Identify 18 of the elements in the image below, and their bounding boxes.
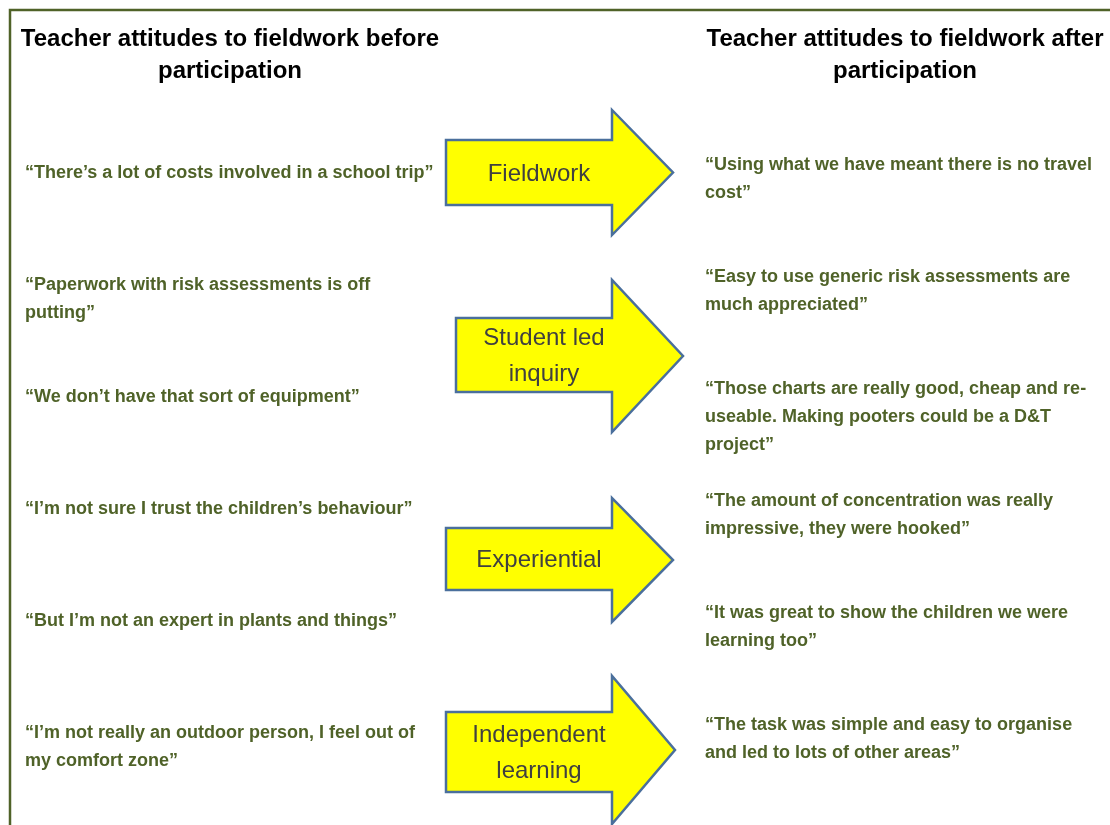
teacher-quote: “I’m not sure I trust the children’s behaviour” — [25, 497, 414, 520]
teacher-quote: “We don’t have that sort of equipment” — [25, 385, 361, 408]
teacher-quote: “I’m not really an outdoor person, I feel out of my comfort zone” — [25, 721, 417, 772]
arrow-label: Student led inquiry — [482, 322, 606, 388]
arrow-label: Fieldwork — [487, 157, 591, 188]
arrow-label: Independent learning — [471, 719, 607, 785]
arrow-label: Experiential — [476, 544, 602, 574]
column-heading: Teacher attitudes to fieldwork before participation — [20, 23, 440, 85]
teacher-quote: “The task was simple and easy to organise and led to lots of other areas” — [705, 713, 1074, 764]
teacher-quote: “But I’m not an expert in plants and things” — [25, 609, 398, 632]
teacher-quote: “There’s a lot of costs involved in a school trip” — [25, 161, 435, 184]
teacher-quote: “Those charts are really good, cheap and re-useable. Making pooters could be a D&T project” — [705, 377, 1088, 456]
teacher-quote: “It was great to show the children we were learning too” — [705, 601, 1070, 652]
teacher-quote: “The amount of concentration was really impressive, they were hooked” — [705, 489, 1055, 540]
teacher-quote: “Using what we have meant there is no travel cost” — [705, 153, 1094, 204]
column-heading: Teacher attitudes to fieldwork after participation — [705, 23, 1105, 85]
teacher-quote: “Paperwork with risk assessments is off putting” — [25, 273, 372, 324]
teacher-quote: “Easy to use generic risk assessments are much appreciated” — [705, 265, 1072, 316]
